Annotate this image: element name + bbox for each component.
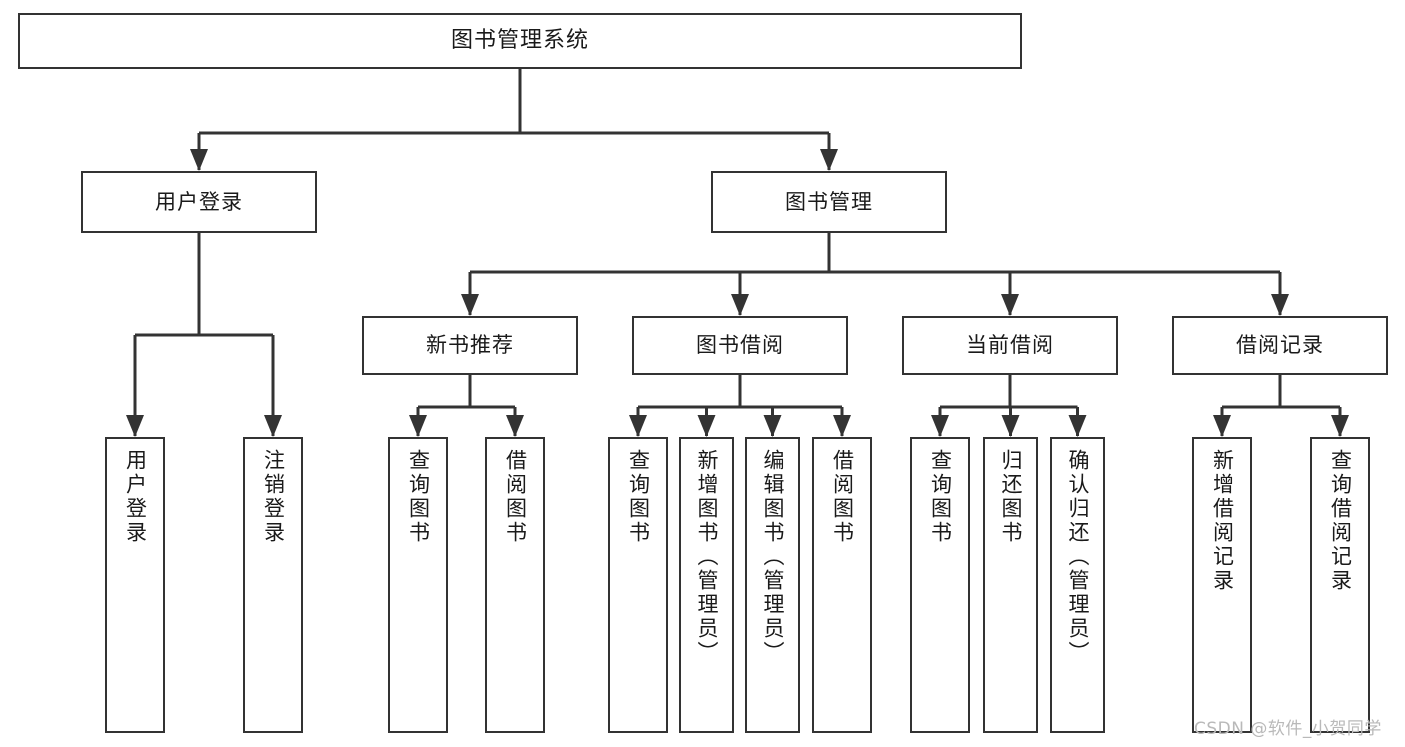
node-l6[interactable]: 新增图书（管理员） (679, 437, 734, 733)
node-l7[interactable]: 编辑图书（管理员） (745, 437, 800, 733)
node-l13[interactable]: 查询借阅记录 (1310, 437, 1370, 733)
arrowhead-l12 (1213, 415, 1231, 437)
arrowhead-login (190, 149, 208, 171)
arrowhead-l13 (1331, 415, 1349, 437)
node-label: 新增图书（管理员） (695, 449, 719, 665)
arrowhead-current (1001, 294, 1019, 316)
node-l3[interactable]: 查询图书 (388, 437, 448, 733)
node-l4[interactable]: 借阅图书 (485, 437, 545, 733)
node-label: 用户登录 (123, 449, 148, 545)
arrowhead-newbook (461, 294, 479, 316)
node-label: 归还图书 (999, 449, 1023, 545)
node-newbook[interactable]: 新书推荐 (362, 316, 578, 375)
arrowhead-l11 (1068, 415, 1087, 437)
node-label: 查询图书 (928, 449, 953, 545)
node-label: 编辑图书（管理员） (761, 449, 785, 665)
arrowhead-l2 (264, 415, 282, 437)
arrowhead-l3 (409, 415, 427, 437)
arrowhead-records (1271, 294, 1289, 316)
arrowhead-l6 (697, 415, 716, 437)
node-label: 用户登录 (155, 189, 243, 214)
node-label: 新书推荐 (426, 333, 514, 358)
node-records[interactable]: 借阅记录 (1172, 316, 1388, 375)
csdn-watermark: CSDN @软件_小贺同学 (1194, 719, 1382, 739)
node-borrow[interactable]: 图书借阅 (632, 316, 848, 375)
node-label: 借阅图书 (503, 449, 528, 545)
arrowhead-bookmgr (820, 149, 838, 171)
node-l10[interactable]: 归还图书 (983, 437, 1038, 733)
node-l9[interactable]: 查询图书 (910, 437, 970, 733)
node-l8[interactable]: 借阅图书 (812, 437, 872, 733)
arrowhead-l9 (931, 415, 949, 437)
node-label: 当前借阅 (966, 333, 1054, 358)
node-label: 借阅图书 (830, 449, 855, 545)
arrowhead-borrow (731, 294, 749, 316)
node-label: 借阅记录 (1236, 333, 1324, 358)
node-bookmgr[interactable]: 图书管理 (711, 171, 947, 233)
node-l12[interactable]: 新增借阅记录 (1192, 437, 1252, 733)
node-label: 图书管理系统 (450, 28, 589, 54)
node-label: 图书管理 (785, 189, 873, 214)
node-l2[interactable]: 注销登录 (243, 437, 303, 733)
node-current[interactable]: 当前借阅 (902, 316, 1118, 375)
arrowhead-l8 (833, 415, 851, 437)
arrowhead-l5 (629, 415, 647, 437)
node-label: 注销登录 (261, 449, 286, 545)
node-l1[interactable]: 用户登录 (105, 437, 165, 733)
arrowhead-l4 (506, 415, 524, 437)
node-label: 查询借阅记录 (1328, 449, 1353, 593)
node-l11[interactable]: 确认归还（管理员） (1050, 437, 1105, 733)
node-login[interactable]: 用户登录 (81, 171, 317, 233)
node-root[interactable]: 图书管理系统 (18, 13, 1022, 69)
arrowhead-l7 (763, 415, 782, 437)
node-label: 查询图书 (406, 449, 431, 545)
arrowhead-l10 (1001, 415, 1020, 437)
arrowhead-l1 (126, 415, 144, 437)
node-label: 查询图书 (626, 449, 651, 545)
node-label: 新增借阅记录 (1210, 449, 1235, 593)
node-l5[interactable]: 查询图书 (608, 437, 668, 733)
node-label: 图书借阅 (696, 333, 784, 358)
node-label: 确认归还（管理员） (1066, 449, 1090, 665)
